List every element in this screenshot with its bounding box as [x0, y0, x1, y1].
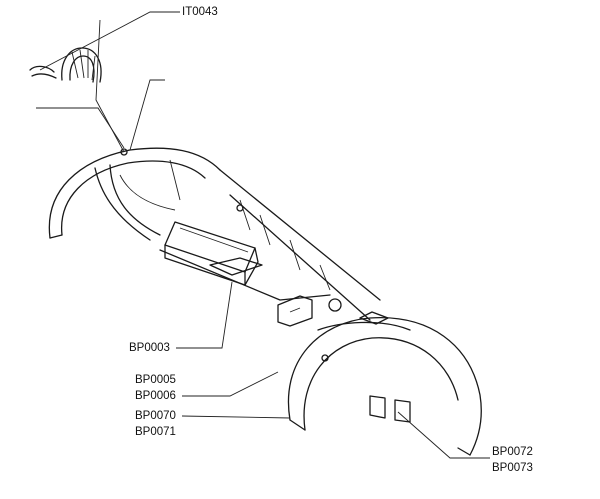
- part-label-front-fender-a: BP0005: [135, 374, 176, 386]
- part-label-fender-trim-a: BP0070: [135, 410, 176, 422]
- part-label-bracket-b: BP0073: [492, 462, 533, 474]
- part-label-bracket-a: BP0072: [492, 446, 533, 458]
- tray-drawing: [164, 221, 263, 286]
- part-label-front-fender-b: BP0006: [135, 390, 176, 402]
- part-label-clip: IT0043: [182, 6, 218, 18]
- front-fender-drawing: [287, 311, 482, 456]
- bracket-drawing: [277, 295, 313, 327]
- part-label-fender-trim-b: BP0071: [135, 426, 176, 438]
- leader-lines: [36, 11, 490, 459]
- part-label-tray: BP0003: [129, 342, 170, 354]
- rear-fender-drawing: [48, 147, 221, 241]
- frame-rail-drawing: [159, 169, 381, 321]
- clip-drawing: [29, 47, 102, 83]
